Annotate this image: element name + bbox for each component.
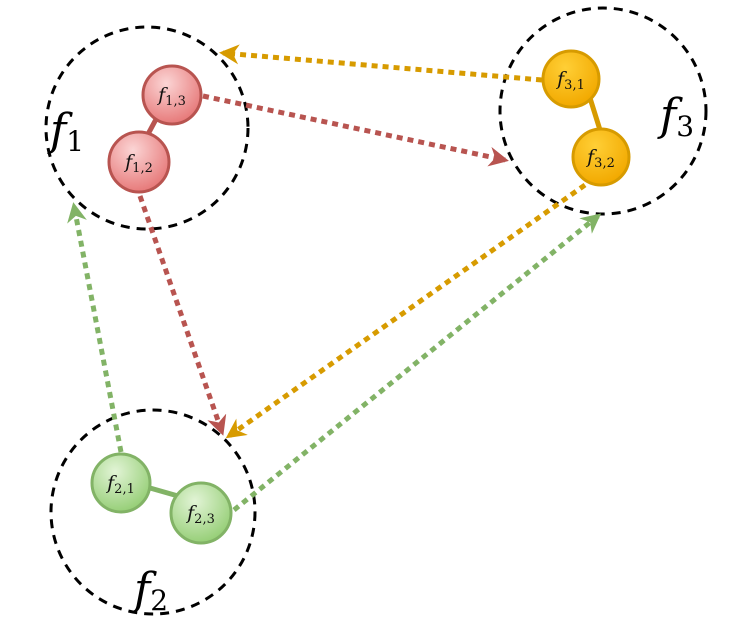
node-f31-label: f3,1: [555, 68, 585, 93]
cluster-f1: f1: [44, 25, 250, 231]
edge-f13-to-f3: [202, 93, 509, 167]
edge-f21-to-f1: [67, 202, 124, 453]
cluster-f3-boundary: [498, 6, 708, 216]
node-f32: f3,2: [571, 127, 631, 187]
cluster-f1-label: f1: [47, 105, 84, 158]
node-f13: f1,3: [141, 64, 203, 126]
cluster-f2-label: f2: [131, 564, 168, 617]
cluster-f3-label: f3: [657, 90, 694, 143]
cluster-f2-boundary: [49, 408, 257, 616]
cluster-f1-boundary: [44, 25, 250, 231]
edge-f32-to-f2: [225, 182, 587, 439]
node-f31: f3,1: [541, 49, 601, 109]
node-f12-label: f1,2: [123, 151, 153, 176]
link-f21-f23: [149, 485, 179, 499]
edge-f31-to-f1: [219, 44, 543, 83]
edge-f23-to-f3: [232, 213, 602, 512]
edge-f12-to-f2: [137, 195, 227, 436]
node-f13-label: f1,3: [156, 84, 186, 109]
node-f32-label: f3,2: [585, 146, 615, 171]
node-f21: f2,1: [90, 452, 152, 514]
node-f12: f1,2: [107, 130, 171, 194]
cluster-f3: f3: [498, 6, 708, 216]
node-f23-label: f2,3: [185, 502, 215, 527]
node-f23: f2,3: [169, 481, 233, 545]
node-f21-label: f2,1: [105, 472, 135, 497]
link-f31-f32: [587, 97, 603, 131]
